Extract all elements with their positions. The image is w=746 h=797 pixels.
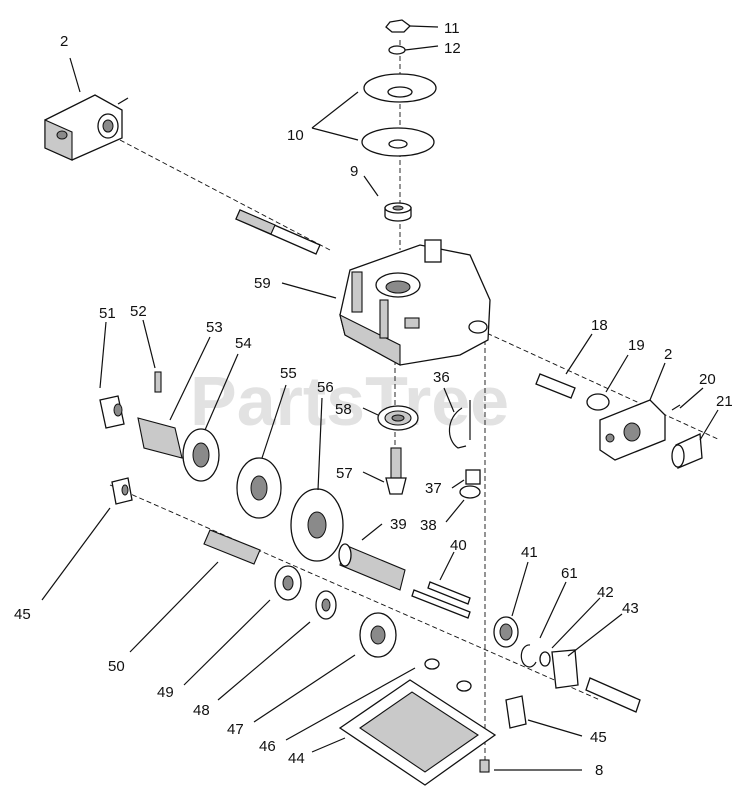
callout-45-right: 45 [590, 729, 607, 746]
part-37-spacer [465, 469, 481, 485]
callout-50: 50 [108, 658, 125, 675]
callout-37: 37 [425, 480, 442, 497]
callout-40: 40 [450, 537, 467, 554]
part-54-gear [182, 428, 220, 482]
callout-42: 42 [597, 584, 614, 601]
callout-9: 9 [350, 163, 358, 180]
part-57-worm-shaft [385, 447, 407, 495]
callout-47: 47 [227, 721, 244, 738]
callout-61: 61 [561, 565, 578, 582]
part-53-coupler [137, 417, 183, 459]
callout-58: 58 [335, 401, 352, 418]
part-48-gear [315, 590, 337, 620]
callout-11: 11 [444, 20, 460, 37]
part-45-bushing-left [111, 477, 133, 505]
callout-53: 53 [206, 319, 223, 336]
callout-52: 52 [130, 303, 147, 320]
part-61-ring [520, 644, 537, 668]
callout-12: 12 [444, 40, 461, 57]
leader-lines [41, 25, 719, 771]
part-56-gear [290, 488, 344, 562]
part-52-pin [154, 371, 162, 393]
callout-41: 41 [521, 544, 538, 561]
part-46-washers [424, 658, 472, 692]
callout-2-left: 2 [60, 33, 68, 50]
callout-43: 43 [622, 600, 639, 617]
part-21-sleeve [671, 433, 703, 469]
part-10-disc-upper [363, 73, 437, 103]
part-42-washer [539, 651, 551, 667]
part-36-clip [448, 400, 471, 449]
part-11-nut [385, 19, 411, 33]
callout-20: 20 [699, 371, 716, 388]
part-2-right-bracket [599, 399, 666, 461]
upper-shaft [235, 209, 321, 255]
part-59-housing [339, 239, 491, 366]
callout-59: 59 [254, 275, 271, 292]
callout-45-left: 45 [14, 606, 31, 623]
callout-57: 57 [336, 465, 353, 482]
part-20-screw [671, 404, 681, 411]
callout-48: 48 [193, 702, 210, 719]
callout-44: 44 [288, 750, 305, 767]
callout-54: 54 [235, 335, 252, 352]
part-51-collar [99, 395, 125, 429]
part-40-key [411, 581, 471, 619]
part-49-gear [274, 565, 302, 601]
part-18-pin [535, 373, 576, 399]
callout-49: 49 [157, 684, 174, 701]
part-47-gear [359, 612, 397, 658]
callout-10: 10 [287, 127, 304, 144]
callout-38: 38 [420, 517, 437, 534]
part-39-splined-shaft [338, 543, 406, 591]
part-10-disc-lower [361, 127, 435, 157]
callout-46: 46 [259, 738, 276, 755]
part-12-washer [388, 45, 406, 55]
part-19-bushing [586, 393, 610, 411]
watermark: PartsTree [190, 362, 509, 440]
part-44-base-pan [338, 679, 497, 786]
callout-55: 55 [280, 365, 297, 382]
callout-39: 39 [390, 516, 407, 533]
callout-51: 51 [99, 305, 116, 322]
callout-18: 18 [591, 317, 608, 334]
callout-21: 21 [716, 393, 733, 410]
part-50-shaft [203, 529, 261, 565]
part-8-screw [479, 759, 490, 773]
callout-36: 36 [433, 369, 450, 386]
part-55-gear [236, 457, 282, 519]
callout-2-right: 2 [664, 346, 672, 363]
callout-labels: 2 11 12 10 9 59 51 52 53 54 55 56 58 57 … [14, 20, 733, 779]
callout-8: 8 [595, 762, 603, 779]
callout-56: 56 [317, 379, 334, 396]
part-9-bushing [384, 202, 412, 222]
part-2-left-bracket [44, 94, 129, 161]
part-38-collar [459, 485, 481, 499]
part-45-bushing-right [505, 695, 527, 729]
part-58-bearing [377, 405, 419, 431]
part-41-seal [493, 616, 519, 648]
part-43-bushing [551, 649, 641, 713]
callout-19: 19 [628, 337, 645, 354]
